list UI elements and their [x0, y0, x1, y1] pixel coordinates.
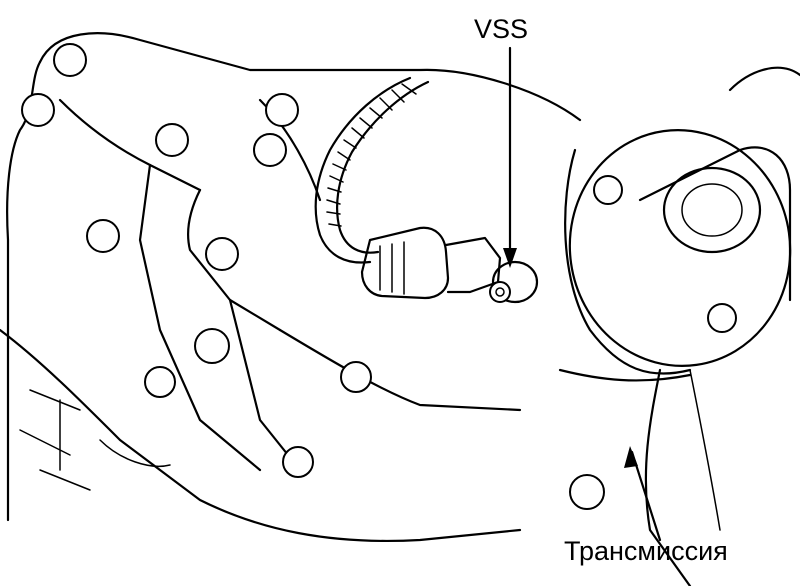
- transmission-label: Трансмиссия: [564, 536, 728, 566]
- vss-leader: [503, 46, 517, 268]
- transmission-leader: [624, 446, 662, 542]
- vss-label: VSS: [474, 14, 529, 44]
- sensor-harness: [314, 76, 502, 300]
- output-flange: [558, 66, 800, 586]
- vss-sensor: [489, 260, 539, 304]
- housing-bolts: [21, 43, 737, 510]
